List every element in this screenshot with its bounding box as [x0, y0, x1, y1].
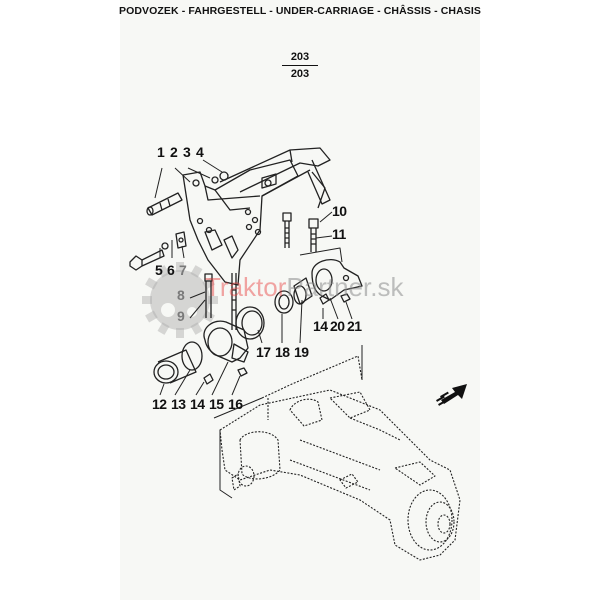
- callout-19: 19: [294, 344, 309, 360]
- diagram-page: [120, 0, 480, 600]
- watermark-red-text: Traktor: [205, 272, 287, 302]
- stud-parts: [282, 212, 319, 252]
- figure-number-bottom: 203: [290, 68, 310, 80]
- callout-4: 4: [196, 144, 204, 160]
- bushing-part-12: [153, 349, 197, 384]
- callout-13: 13: [171, 396, 186, 412]
- nut-part-21: [340, 293, 351, 303]
- callout-18: 18: [275, 344, 290, 360]
- callout-2: 2: [170, 144, 178, 160]
- callout-7: 7: [179, 262, 187, 278]
- bearing-housing-part-15: [203, 320, 249, 363]
- callout-14-bottom: 14: [190, 396, 205, 412]
- callout-12: 12: [152, 396, 167, 412]
- callout-3: 3: [183, 144, 191, 160]
- callout-16: 16: [228, 396, 243, 412]
- ring-part-18: [274, 290, 294, 314]
- grease-nipple-part-14: [319, 293, 330, 305]
- pin-part-1: [146, 192, 183, 216]
- callout-1: 1: [157, 144, 165, 160]
- callout-10: 10: [332, 203, 347, 219]
- diagram-title: PODVOZEK - FAHRGESTELL - UNDER-CARRIAGE …: [118, 5, 482, 17]
- callout-21: 21: [347, 318, 362, 334]
- saddle-clamp-part-20: [311, 258, 363, 301]
- grease-nipple-part-14b: [203, 373, 214, 385]
- watermark-grey-text: Partner.sk: [286, 272, 404, 302]
- callout-11: 11: [332, 226, 346, 242]
- watermark: TraktorPartner.sk: [205, 272, 403, 303]
- callout-15: 15: [209, 396, 224, 412]
- callout-9: 9: [177, 308, 185, 324]
- ring-part-13: [181, 341, 203, 371]
- callout-17: 17: [256, 344, 271, 360]
- fraction-line: [282, 65, 318, 66]
- front-axle-assembly: [219, 355, 461, 561]
- figure-number: 203 203: [282, 50, 318, 81]
- figure-number-top: 203: [290, 51, 310, 63]
- callout-14-right: 14: [313, 318, 328, 334]
- callout-20: 20: [330, 318, 345, 334]
- callout-6: 6: [167, 262, 175, 278]
- bushing-part-19: [293, 277, 313, 305]
- callout-5: 5: [155, 262, 163, 278]
- mounting-bracket: [182, 147, 331, 286]
- callout-8: 8: [177, 287, 185, 303]
- nut-part-16: [237, 367, 248, 377]
- seal-ring-part-17: [235, 306, 265, 340]
- bolt-part-5: [129, 231, 187, 271]
